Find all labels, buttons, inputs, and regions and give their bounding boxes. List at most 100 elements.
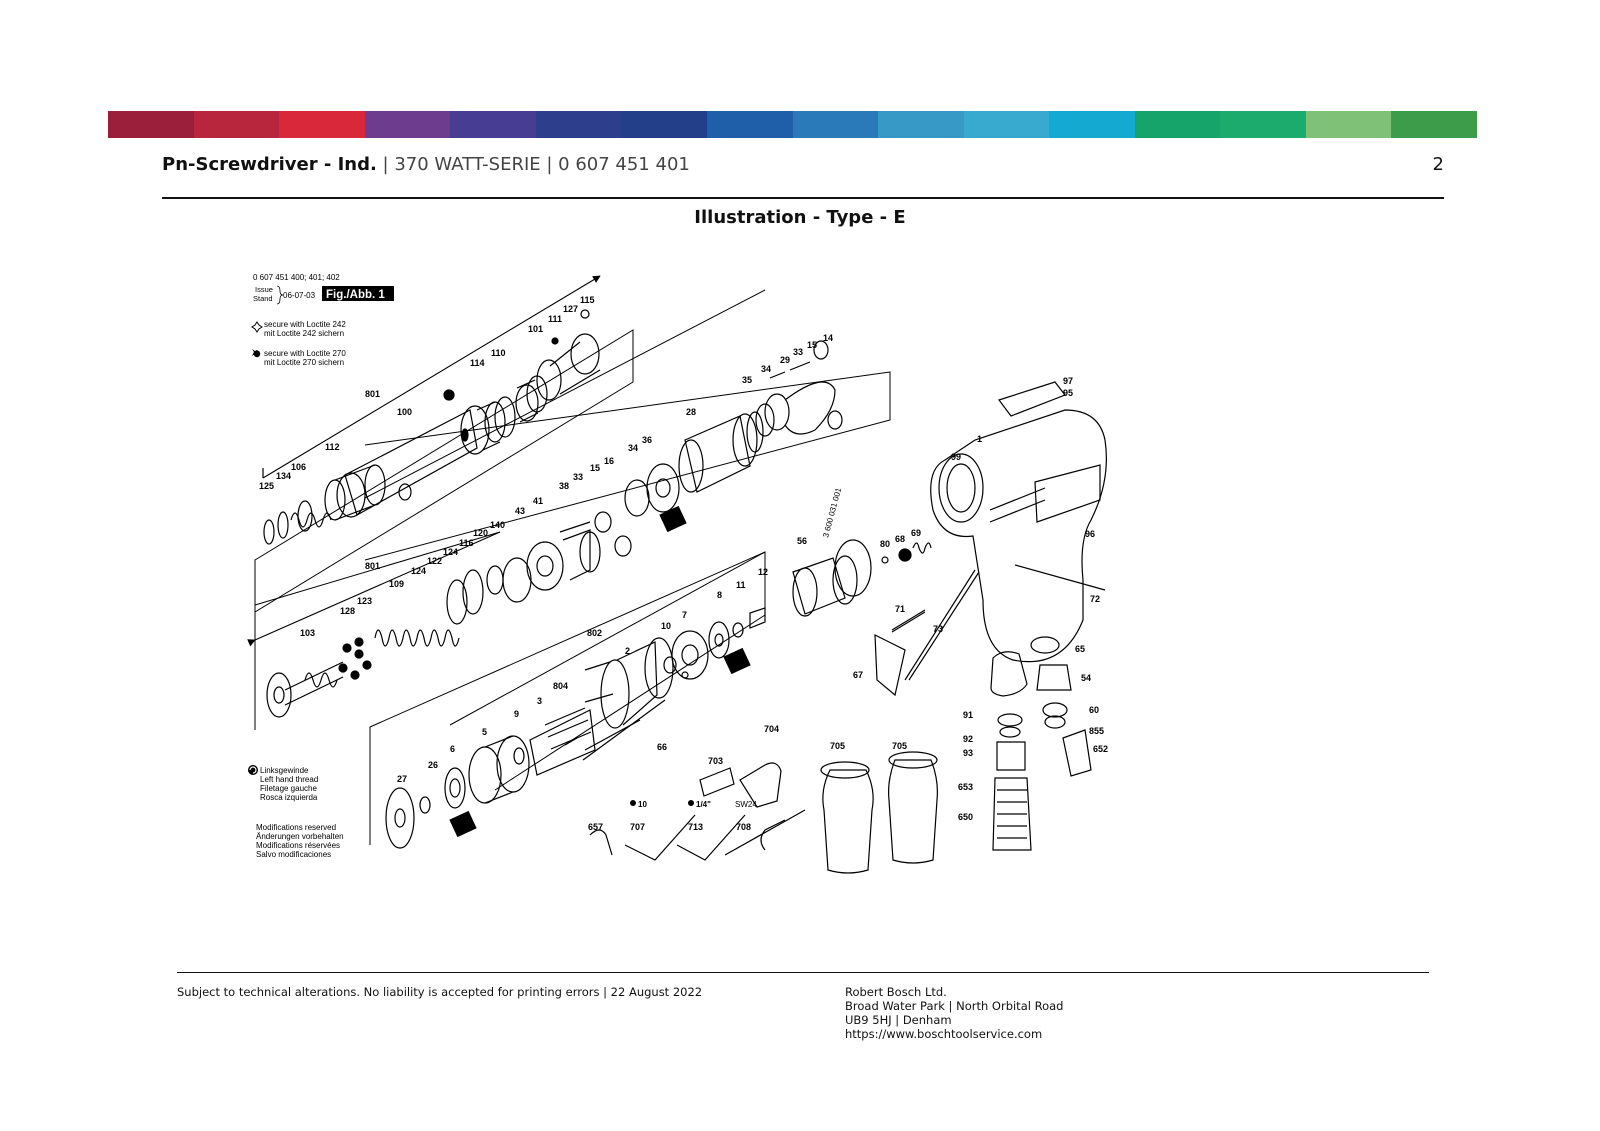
callout: 99 <box>951 452 961 462</box>
callout: 124 <box>411 566 426 576</box>
website-link[interactable]: https://www.boschtoolservice.com <box>845 1027 1043 1041</box>
callout: 56 <box>797 536 807 546</box>
company-name: Robert Bosch Ltd. <box>845 985 947 999</box>
callout: 33 <box>793 347 803 357</box>
color-segment <box>1134 111 1221 138</box>
color-segment <box>878 111 964 138</box>
loctite-270-note-de: mit Loctite 270 sichern <box>264 358 344 367</box>
callout: 65 <box>1075 644 1085 654</box>
callout: 2 <box>625 646 630 656</box>
callout: 3 <box>537 696 542 706</box>
callout: 802 <box>587 628 602 638</box>
lh-thread-fr: Filetage gauche <box>260 784 317 793</box>
color-segment <box>279 111 365 138</box>
color-segment <box>792 111 879 138</box>
callout: 801 <box>365 561 380 571</box>
loctite-242-icon <box>251 321 263 333</box>
callout: 704 <box>764 724 779 734</box>
document-title: Pn-Screwdriver - Ind. | 370 WATT-SERIE |… <box>162 154 690 175</box>
callout: 100 <box>397 407 412 417</box>
color-segment <box>193 111 280 138</box>
callout: 707 <box>630 822 645 832</box>
callout: 92 <box>963 734 973 744</box>
figure-badge <box>322 286 394 301</box>
callout: 29 <box>780 355 790 365</box>
callout: 109 <box>389 579 404 589</box>
callout: 95 <box>1063 388 1073 398</box>
callout: 124 <box>443 547 458 557</box>
color-segment <box>364 111 451 138</box>
left-hand-thread-icon <box>248 765 258 775</box>
callout: 35 <box>742 375 752 385</box>
callout: 14 <box>823 333 833 343</box>
callout: 36 <box>642 435 652 445</box>
callout: 43 <box>515 506 525 516</box>
callout: 12 <box>758 567 768 577</box>
callout: 97 <box>1063 376 1073 386</box>
color-segment <box>1391 111 1477 138</box>
color-segment <box>963 111 1050 138</box>
callout: 69 <box>911 528 921 538</box>
exploded-parts-diagram: 0 607 451 400; 401; 402 Issue Stand 06-0… <box>245 270 1145 900</box>
loctite-270-icon <box>252 349 261 358</box>
disclaimer: Subject to technical alterations. No lia… <box>177 985 703 999</box>
lh-thread-es: Rosca izquierda <box>260 793 318 802</box>
callout: 54 <box>1081 673 1091 683</box>
callout: 60 <box>1089 705 1099 715</box>
color-segment <box>450 111 536 138</box>
loctite-242-note-de: mit Loctite 242 sichern <box>264 329 344 338</box>
callout: 125 <box>259 481 274 491</box>
callout: 114 <box>470 358 485 368</box>
figure-label: Fig./Abb. 1 <box>326 289 385 301</box>
socket-size: 1/4" <box>696 800 711 809</box>
hex-key-size: 10 <box>638 800 647 809</box>
callout: 8 <box>717 590 722 600</box>
callout: 15 <box>807 340 817 350</box>
callout: 72 <box>1090 594 1100 604</box>
callout: 80 <box>880 539 890 549</box>
callout: 26 <box>428 760 438 770</box>
callout: 112 <box>325 442 340 452</box>
wrench-size: SW24 <box>735 800 757 809</box>
callout: 66 <box>657 742 667 752</box>
callout: 34 <box>628 443 638 453</box>
brand-color-bar <box>108 111 1477 138</box>
modifications-de: Änderungen vorbehalten <box>256 832 344 841</box>
color-segment <box>706 111 793 138</box>
callout: 27 <box>397 774 407 784</box>
model-numbers: 0 607 451 400; 401; 402 <box>253 273 340 282</box>
illustration-title: Illustration - Type - E <box>694 207 906 228</box>
callout: 128 <box>340 606 355 616</box>
callout: 101 <box>528 324 543 334</box>
stand-label: Stand <box>253 294 273 303</box>
callout: 703 <box>708 756 723 766</box>
product-name: Pn-Screwdriver - Ind. <box>162 154 377 175</box>
color-segment <box>535 111 622 138</box>
callout: 855 <box>1089 726 1104 736</box>
callout: 804 <box>553 681 568 691</box>
color-segment <box>621 111 707 138</box>
lh-thread-de: Linksgewinde <box>260 766 309 775</box>
callout: 68 <box>895 534 905 544</box>
callout: 650 <box>958 812 973 822</box>
address-line-1: Broad Water Park | North Orbital Road <box>845 999 1064 1013</box>
callout: 67 <box>853 670 863 680</box>
color-segment <box>108 111 194 138</box>
callout: 38 <box>559 481 569 491</box>
product-series-and-number: | 370 WATT-SERIE | 0 607 451 401 <box>376 154 690 175</box>
callout: 653 <box>958 782 973 792</box>
callout: 134 <box>276 471 291 481</box>
address-line-2: UB9 5HJ | Denham <box>845 1013 952 1027</box>
callout: 116 <box>459 538 474 548</box>
callout: 123 <box>357 596 372 606</box>
callout: 7 <box>682 610 687 620</box>
callout: 708 <box>736 822 751 832</box>
page-number: 2 <box>1432 154 1444 175</box>
callout: 140 <box>490 520 505 530</box>
callout: 15 <box>590 463 600 473</box>
loctite-270-note: secure with Loctite 270 <box>264 349 346 358</box>
callout: 91 <box>963 710 973 720</box>
footer-rule <box>177 972 1429 973</box>
callout: 41 <box>533 496 543 506</box>
issue-date: 06-07-03 <box>283 291 316 300</box>
